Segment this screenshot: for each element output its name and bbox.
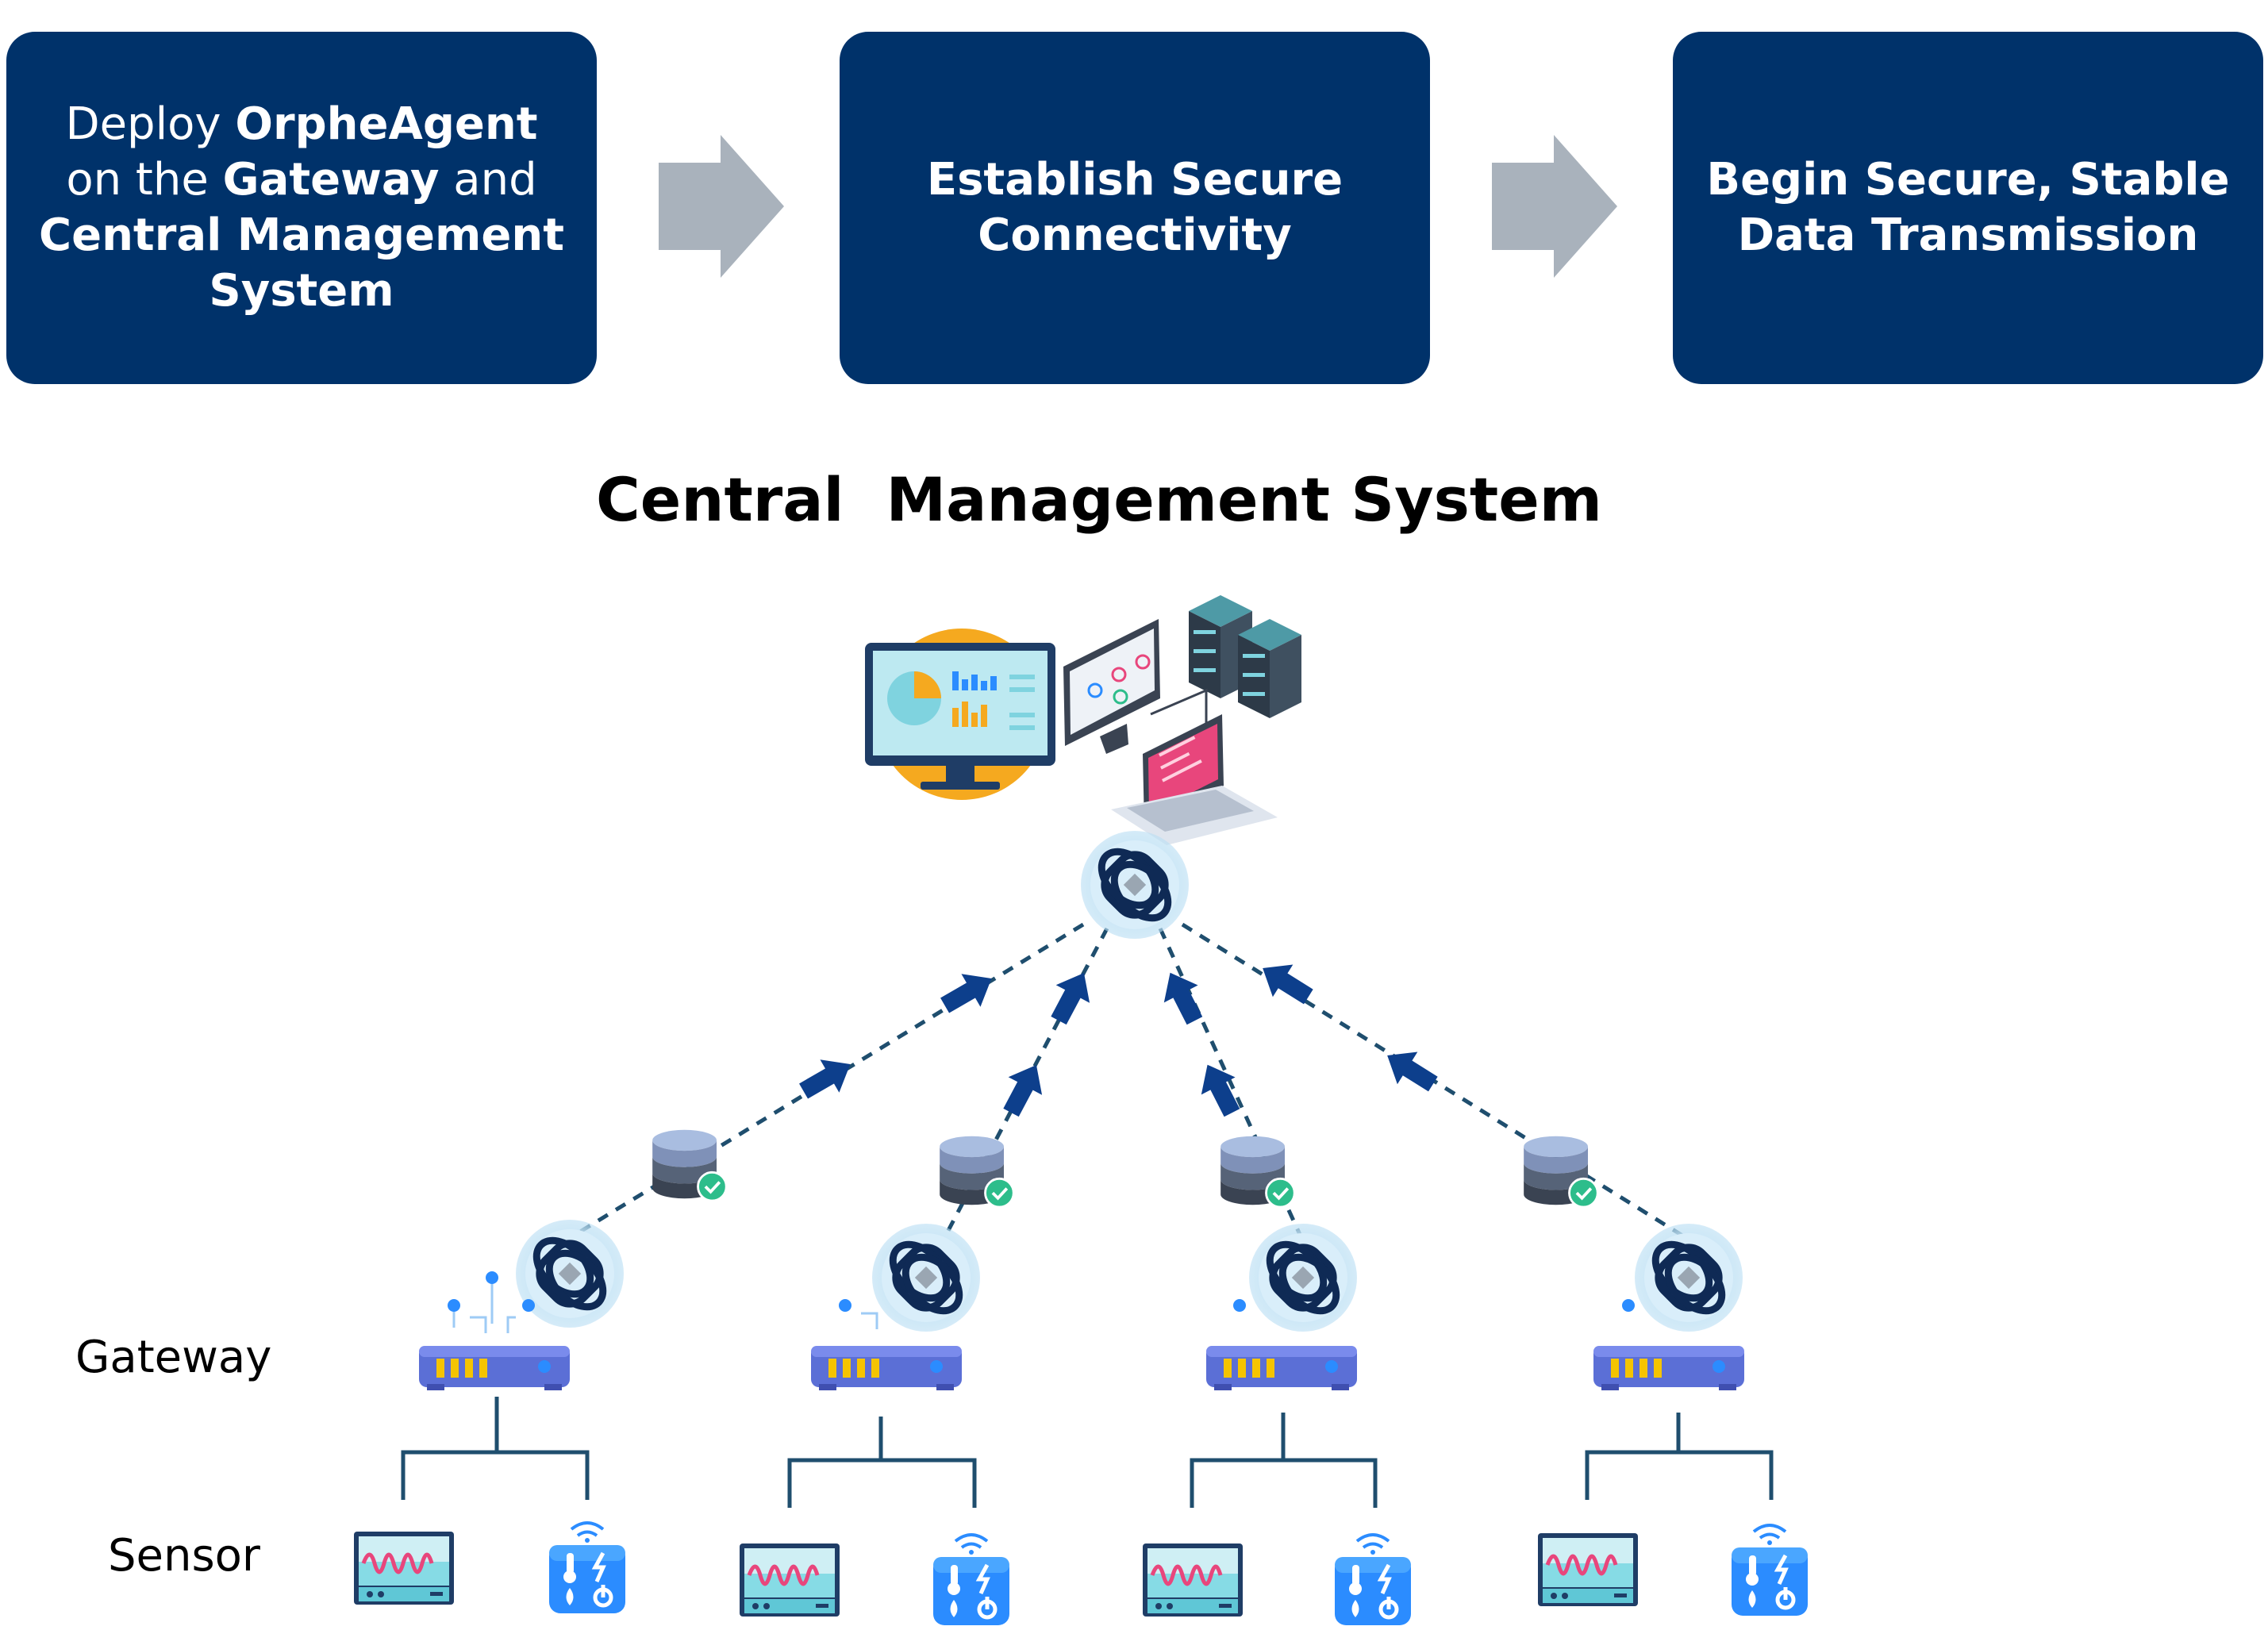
flow-arrow — [1387, 1051, 1438, 1092]
multi-sensor-icon — [1732, 1525, 1808, 1616]
step-1-part: Gateway — [222, 154, 440, 206]
next-arrow-2 — [1492, 135, 1617, 278]
signal-monitor-icon — [1143, 1544, 1243, 1617]
router-icon — [419, 1346, 570, 1390]
flow-arrows — [799, 964, 1438, 1117]
step-1-text: Deploy OrpheAgent on the Gateway and Cen… — [38, 97, 565, 319]
tree-connectors — [401, 1397, 1774, 1508]
multi-sensor-icon — [933, 1535, 1009, 1625]
step-2-box: Establish Secure Connectivity — [840, 32, 1430, 384]
orpheagent-logo-icon — [872, 1224, 980, 1332]
database-check-icon — [938, 1134, 1016, 1208]
step-1-part: Central Management System — [38, 210, 565, 317]
multi-sensor-icon — [549, 1523, 625, 1613]
router-icon — [1593, 1346, 1744, 1390]
flow-arrow — [1263, 964, 1313, 1005]
signal-monitor-icon — [1538, 1533, 1638, 1606]
gateway-row-label: Gateway — [75, 1332, 272, 1383]
dashboard-monitor-icon — [865, 643, 1055, 790]
signal-monitor-icon — [740, 1544, 840, 1617]
orpheagent-logo-icon — [516, 1220, 624, 1328]
next-arrow-1 — [659, 135, 784, 278]
database-check-icon — [1219, 1134, 1297, 1208]
database-check-icon — [1522, 1134, 1600, 1208]
router-icon — [1206, 1346, 1357, 1390]
step-1-part: on the — [66, 154, 223, 206]
orpheagent-logo-icon — [1249, 1224, 1357, 1332]
laptop-icon — [1111, 714, 1278, 845]
flow-arrow — [940, 974, 992, 1013]
step-1-part: OrpheAgent — [235, 98, 538, 150]
step-3-text: Begin Secure, Stable Data Transmission — [1706, 154, 2230, 261]
orpheagent-logo-icon — [1635, 1224, 1743, 1332]
flow-arrow — [799, 1059, 851, 1099]
sensor-row-label: Sensor — [108, 1530, 260, 1582]
secondary-monitor-icon — [1063, 619, 1160, 754]
router-icon — [811, 1346, 962, 1390]
central-management-illustration — [865, 595, 1301, 845]
flow-arrow — [1003, 1064, 1043, 1117]
antenna-dots — [448, 1271, 1635, 1333]
signal-monitor-icon — [354, 1532, 454, 1605]
flow-arrow — [1163, 972, 1203, 1025]
orpheagent-logo-icon — [1081, 831, 1189, 939]
step-2-text: Establish Secure Connectivity — [926, 154, 1344, 261]
step-1-part: and — [439, 154, 537, 206]
step-1-box: Deploy OrpheAgent on the Gateway and Cen… — [6, 32, 597, 384]
uplink-lines — [568, 922, 1688, 1240]
diagram-title: Central Management System — [596, 464, 1602, 535]
multi-sensor-icon — [1335, 1535, 1411, 1625]
flow-arrow — [1051, 972, 1090, 1025]
step-1-part: Deploy — [65, 98, 236, 150]
step-3-box: Begin Secure, Stable Data Transmission — [1673, 32, 2263, 384]
server-cluster-icon — [1150, 595, 1301, 738]
database-check-icon — [651, 1128, 728, 1201]
flow-arrow — [1201, 1064, 1240, 1117]
